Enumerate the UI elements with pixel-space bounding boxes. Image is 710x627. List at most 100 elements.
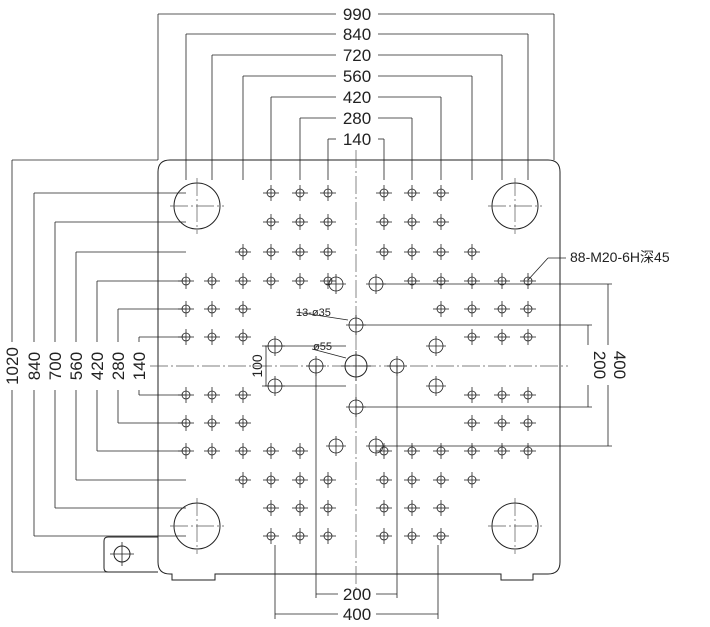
tapped-hole xyxy=(520,415,536,431)
tapped-hole xyxy=(404,273,420,289)
ejector-hole xyxy=(426,336,446,356)
center-hole xyxy=(341,351,371,381)
tapped-hole xyxy=(520,273,536,289)
tapped-hole xyxy=(320,244,336,260)
tapped-hole xyxy=(404,500,420,516)
tapped-hole xyxy=(204,415,220,431)
left-dim-label: 140 xyxy=(130,352,149,380)
tapped-hole-label: 88-M20-6H深45 xyxy=(570,249,670,265)
tapped-hole xyxy=(433,472,449,488)
top-dim-label: 720 xyxy=(343,46,371,65)
tapped-hole xyxy=(404,443,420,459)
tapped-hole xyxy=(263,273,279,289)
tie-bar-hole xyxy=(170,498,224,554)
tapped-hole xyxy=(433,528,449,544)
tapped-hole xyxy=(320,214,336,230)
right-dim-200: 200 xyxy=(590,351,609,379)
bottom-dim-400: 400 xyxy=(343,605,371,624)
tapped-hole xyxy=(263,528,279,544)
tapped-hole xyxy=(494,415,510,431)
tapped-hole xyxy=(404,244,420,260)
tapped-hole xyxy=(292,500,308,516)
tapped-hole xyxy=(376,472,392,488)
platen-outline xyxy=(157,159,561,581)
tapped-hole xyxy=(235,387,251,403)
tapped-hole xyxy=(494,273,510,289)
inner-dim-100: 100 xyxy=(249,354,265,378)
tapped-hole xyxy=(235,301,251,317)
tapped-hole xyxy=(263,244,279,260)
tapped-hole xyxy=(292,214,308,230)
ejector-hole xyxy=(326,274,346,294)
tapped-hole xyxy=(235,472,251,488)
tapped-hole xyxy=(376,214,392,230)
tapped-hole xyxy=(263,443,279,459)
tapped-hole xyxy=(235,415,251,431)
left-dim-label: 280 xyxy=(109,352,128,380)
top-dim-label: 420 xyxy=(343,88,371,107)
tapped-hole xyxy=(292,472,308,488)
center-hole-label: ø55 xyxy=(313,341,332,353)
tapped-hole xyxy=(320,185,336,201)
tapped-hole xyxy=(292,273,308,289)
right-dim-400: 400 xyxy=(610,351,629,379)
tapped-hole xyxy=(464,301,480,317)
tapped-hole xyxy=(464,387,480,403)
tapped-hole xyxy=(464,273,480,289)
left-dim-label: 1020 xyxy=(3,347,22,385)
tapped-hole xyxy=(292,528,308,544)
tapped-hole xyxy=(376,443,392,459)
top-dim-label: 280 xyxy=(343,109,371,128)
tapped-hole xyxy=(235,273,251,289)
tapped-hole xyxy=(404,214,420,230)
tapped-hole xyxy=(464,443,480,459)
ejector-hole xyxy=(426,376,446,396)
tapped-hole xyxy=(320,472,336,488)
tapped-hole xyxy=(520,387,536,403)
tapped-hole xyxy=(263,500,279,516)
tapped-hole xyxy=(376,500,392,516)
tapped-hole xyxy=(235,443,251,459)
tapped-hole xyxy=(292,443,308,459)
tapped-hole xyxy=(464,415,480,431)
tapped-hole xyxy=(292,185,308,201)
left-dim-label: 840 xyxy=(25,352,44,380)
tapped-hole xyxy=(464,244,480,260)
tapped-hole xyxy=(263,185,279,201)
tapped-hole xyxy=(404,528,420,544)
tapped-hole xyxy=(433,443,449,459)
left-dim-label: 420 xyxy=(88,352,107,380)
tie-bar-holes xyxy=(170,178,542,554)
tapped-hole xyxy=(235,329,251,345)
center-lines xyxy=(150,150,568,590)
tapped-hole xyxy=(320,528,336,544)
top-dim-label: 990 xyxy=(343,5,371,24)
right-dimension-lines: 200 400 xyxy=(356,283,629,447)
tapped-hole xyxy=(204,329,220,345)
ejector-holes xyxy=(265,274,446,456)
tapped-hole xyxy=(320,500,336,516)
tapped-hole xyxy=(520,301,536,317)
tapped-hole xyxy=(464,329,480,345)
tapped-hole xyxy=(433,244,449,260)
tapped-hole xyxy=(494,443,510,459)
tapped-hole xyxy=(204,273,220,289)
tapped-hole xyxy=(263,214,279,230)
locating-bracket xyxy=(103,536,158,573)
ejector-hole xyxy=(326,436,346,456)
tapped-hole xyxy=(433,500,449,516)
tie-bar-hole xyxy=(488,178,542,234)
left-dim-label: 700 xyxy=(46,352,65,380)
tie-bar-hole xyxy=(488,498,542,554)
tie-bar-hole xyxy=(170,178,224,234)
tapped-hole-grid xyxy=(178,185,536,544)
tapped-hole xyxy=(404,472,420,488)
bottom-dim-200: 200 xyxy=(343,585,371,604)
tapped-hole xyxy=(494,387,510,403)
tapped-hole xyxy=(204,387,220,403)
tapped-hole xyxy=(263,472,279,488)
tapped-hole xyxy=(235,244,251,260)
tapped-hole xyxy=(494,301,510,317)
tapped-hole xyxy=(494,329,510,345)
tapped-hole xyxy=(433,214,449,230)
